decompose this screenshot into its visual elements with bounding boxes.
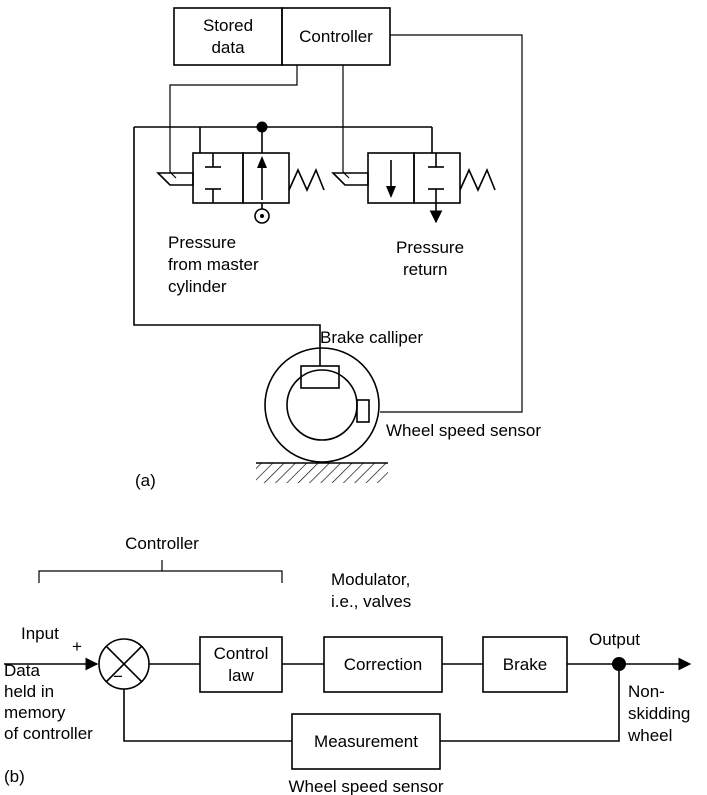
feedback-line-left	[123, 689, 292, 742]
wheel-speed-sensor-label-b: Wheel speed sensor	[289, 777, 444, 795]
pressure-from-master-1: Pressure	[168, 233, 236, 252]
pressure-from-master-3: cylinder	[168, 277, 227, 296]
part-a-label: (a)	[135, 471, 156, 490]
data-note-2: held in	[4, 682, 54, 701]
controller-box	[281, 7, 391, 66]
controller-label: Controller	[299, 27, 373, 46]
summing-junction	[98, 638, 150, 690]
controller-bracket-label: Controller	[125, 534, 199, 553]
pressure-return-2: return	[403, 260, 447, 279]
speed-sensor-block	[356, 399, 370, 423]
sensor-signal-line	[380, 34, 523, 413]
pressure-from-master-2: from master	[168, 255, 259, 274]
feedback-line-right	[440, 664, 620, 742]
input-label: Input	[21, 624, 59, 643]
controller-bracket	[38, 570, 283, 583]
part-a: Stored data Controller	[133, 7, 541, 490]
non-skidding-2: skidding	[628, 704, 690, 723]
control-law-label-2: law	[228, 666, 254, 685]
stored-data-label-2: data	[211, 38, 245, 57]
data-note-4: of controller	[4, 724, 93, 743]
non-skidding-1: Non-	[628, 682, 665, 701]
release-valve	[331, 152, 496, 224]
control-line-valve-2	[342, 65, 350, 179]
measurement-label: Measurement	[314, 732, 418, 751]
data-note-3: memory	[4, 703, 66, 722]
hydraulic-line-to-calliper	[133, 127, 321, 366]
plus-sign: +	[72, 637, 82, 656]
part-b-label: (b)	[4, 767, 25, 786]
non-skidding-3: wheel	[627, 726, 672, 745]
stored-data-label-1: Stored	[203, 16, 253, 35]
brake-calliper-block	[300, 365, 340, 389]
pressure-return-1: Pressure	[396, 238, 464, 257]
modulator-label-1: Modulator,	[331, 570, 410, 589]
wheel	[256, 347, 388, 483]
brake-calliper-label: Brake calliper	[320, 328, 423, 347]
minus-sign: −	[113, 667, 123, 686]
wheel-speed-sensor-label: Wheel speed sensor	[386, 421, 541, 440]
data-note-1: Data	[4, 661, 40, 680]
part-b: Controller Modulator, i.e., valves Input…	[4, 534, 692, 795]
correction-label: Correction	[344, 655, 422, 674]
control-law-label-1: Control	[214, 644, 269, 663]
control-line-valve-1	[169, 65, 298, 179]
output-label: Output	[589, 630, 640, 649]
brake-label: Brake	[503, 655, 547, 674]
apply-valve	[156, 152, 325, 224]
modulator-label-2: i.e., valves	[331, 592, 411, 611]
ground-hatch	[256, 463, 388, 483]
